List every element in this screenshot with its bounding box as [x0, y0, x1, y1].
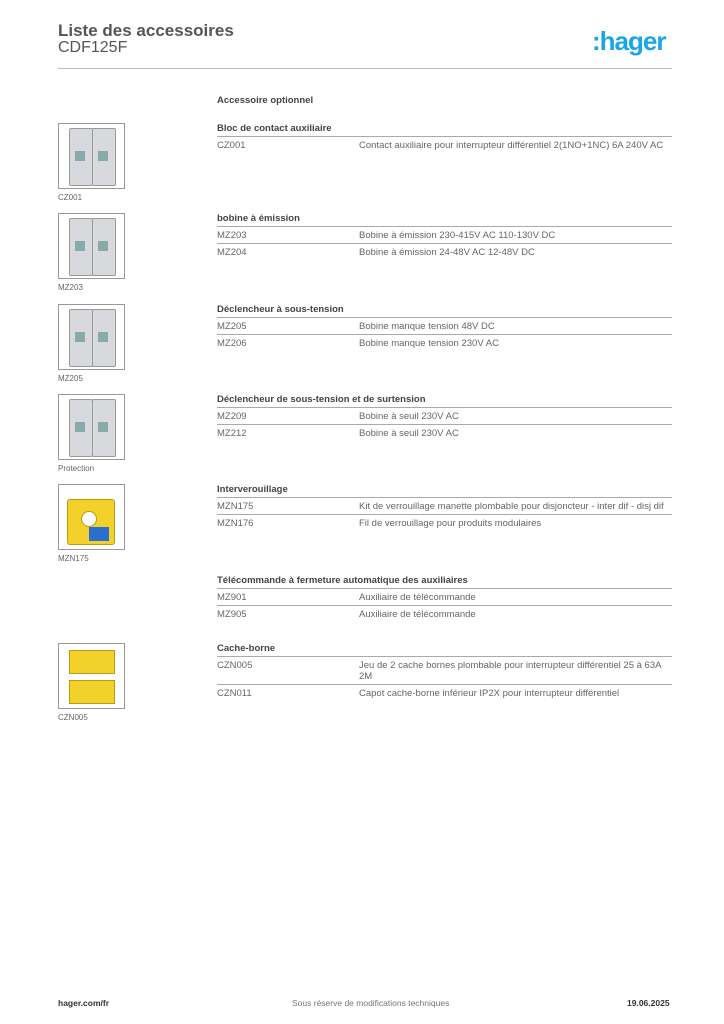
table-row: CZN011 Capot cache-borne inférieur IP2X p… [217, 685, 672, 701]
description: Contact auxiliaire pour interrupteur dif… [359, 140, 664, 151]
table-row: MZN175 Kit de verrouillage manette plomba… [217, 498, 672, 515]
section-title: Déclencheur à sous-tension [217, 304, 672, 318]
description: Auxiliaire de télécommande [359, 592, 476, 603]
reference: CZN005 [217, 660, 253, 671]
description: Capot cache-borne inférieur IP2X pour in… [359, 688, 620, 699]
product-image [58, 213, 125, 279]
footer-date: 19.06.2025 [627, 998, 670, 1008]
section-title: Bloc de contact auxiliaire [217, 123, 672, 137]
description: Bobine manque tension 48V DC [359, 321, 495, 332]
page-title: Liste des accessoires [58, 21, 234, 40]
section-title: bobine à émission [217, 213, 672, 227]
product-image [58, 484, 125, 550]
image-caption: MZ205 [58, 374, 83, 383]
product-image [58, 643, 125, 709]
reference: MZ205 [217, 321, 247, 332]
section-title: Cache-borne [217, 643, 672, 657]
reference: MZN176 [217, 518, 254, 529]
description: Bobine manque tension 230V AC [359, 338, 499, 349]
description: Bobine à seuil 230V AC [359, 428, 459, 439]
table-row: MZN176 Fil de verrouillage pour produits … [217, 515, 672, 531]
reference: MZ905 [217, 609, 247, 620]
accessory-section: Télécommande à fermeture automatique des… [217, 575, 672, 622]
footer-website: hager.com/fr [58, 998, 110, 1008]
description: Bobine à émission 230-415V AC 110-130V D… [359, 230, 556, 241]
section-title: Déclencheur de sous-tension et de surten… [217, 394, 672, 408]
product-image [58, 394, 125, 460]
reference: MZN175 [217, 501, 254, 512]
product-image [58, 304, 125, 370]
table-row: MZ905 Auxiliaire de télécommande [217, 606, 672, 622]
reference: MZ204 [217, 247, 247, 258]
description: Auxiliaire de télécommande [359, 609, 476, 620]
header-divider [58, 68, 672, 69]
reference: MZ901 [217, 592, 247, 603]
table-row: CZ001 Contact auxiliaire pour interrupteu… [217, 137, 672, 153]
section-title: Interverouillage [217, 484, 672, 498]
section-title: Télécommande à fermeture automatique des… [217, 575, 672, 589]
table-row: MZ205 Bobine manque tension 48V DC [217, 318, 672, 335]
description: Jeu de 2 cache bornes plombable pour int… [359, 660, 661, 682]
description: Bobine à seuil 230V AC [359, 411, 459, 422]
image-caption: MZN175 [58, 554, 89, 563]
image-caption: CZ001 [58, 193, 83, 202]
product-reference: CDF125F [58, 39, 128, 56]
table-row: MZ206 Bobine manque tension 230V AC [217, 335, 672, 351]
description: Bobine à émission 24-48V AC 12-48V DC [359, 247, 535, 258]
reference: CZ001 [217, 140, 246, 151]
image-caption: MZ203 [58, 283, 83, 292]
description: Kit de verrouillage manette plombable po… [359, 501, 664, 512]
reference: MZ209 [217, 411, 247, 422]
reference: CZN011 [217, 688, 252, 699]
hager-logo: :hager [592, 26, 666, 56]
table-row: CZN005 Jeu de 2 cache bornes plombable po… [217, 657, 672, 685]
reference: MZ206 [217, 338, 247, 349]
table-row: MZ901 Auxiliaire de télécommande [217, 589, 672, 606]
table-row: MZ204 Bobine à émission 24-48V AC 12-48V … [217, 244, 672, 260]
table-row: MZ209 Bobine à seuil 230V AC [217, 408, 672, 425]
image-caption: CZN005 [58, 713, 88, 722]
reference: MZ203 [217, 230, 247, 241]
product-image [58, 123, 125, 189]
table-row: MZ203 Bobine à émission 230-415V AC 110-1… [217, 227, 672, 244]
image-caption: Protection [58, 464, 95, 473]
reference: MZ212 [217, 428, 247, 439]
optional-accessory-heading: Accessoire optionnel [217, 95, 314, 106]
table-row: MZ212 Bobine à seuil 230V AC [217, 425, 672, 441]
accessory-section: Déclencheur de sous-tension et de surten… [217, 394, 672, 441]
footer-disclaimer: Sous réserve de modifications techniques [292, 998, 450, 1008]
description: Fil de verrouillage pour produits modula… [359, 518, 542, 529]
